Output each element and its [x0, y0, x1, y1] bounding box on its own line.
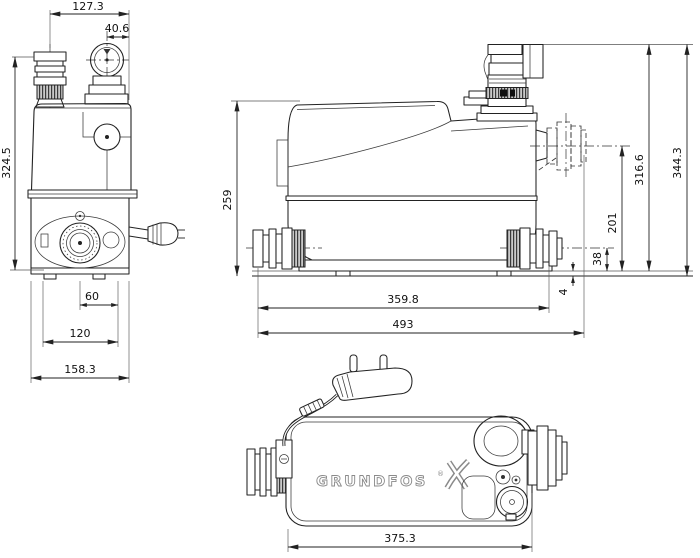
dim-bottom-overall-width: 375.3	[287, 493, 533, 552]
discharge-pipe	[33, 51, 67, 108]
foot	[43, 273, 57, 280]
grundfos-x-mark	[444, 459, 470, 490]
plug-body	[332, 367, 413, 401]
dim-front-mount-spacing: 120	[42, 281, 119, 347]
access-panel	[461, 475, 496, 520]
vent-knob	[93, 123, 121, 151]
outlet-coupling-top	[527, 425, 568, 491]
dim-label-158-3: 158.3	[64, 363, 96, 376]
dim-front-overall-width: 158.3	[30, 281, 130, 383]
dim-label-201: 201	[606, 213, 619, 234]
dim-label-4: 4	[557, 289, 570, 296]
plug-pin	[349, 354, 358, 373]
inlet-port	[84, 42, 129, 105]
inlet-coupling	[246, 227, 322, 270]
strain-relief	[299, 398, 325, 417]
foot	[92, 273, 106, 280]
carrying-handle	[473, 415, 535, 467]
dim-label-120: 120	[70, 327, 91, 340]
dim-front-center-to-mount: 60	[79, 281, 119, 347]
side-view: 259 316.6 344.3 201 38 4 359.8	[221, 43, 693, 338]
pump-housing	[30, 197, 130, 269]
dim-label-375-3: 375.3	[384, 532, 416, 545]
tank-seam	[285, 195, 538, 202]
foot	[335, 270, 351, 277]
knurled-clamp	[506, 229, 521, 268]
inlet-notch	[103, 49, 111, 55]
dim-label-324-5: 324.5	[0, 147, 13, 179]
dim-side-inlet-height: 201	[606, 145, 625, 272]
grundfos-logo: GRUNDFOS ®	[316, 459, 470, 490]
dim-label-40-6: 40.6	[105, 22, 130, 35]
rear-spigot	[276, 139, 289, 187]
cable-gland	[128, 226, 149, 240]
dim-label-259: 259	[221, 190, 234, 211]
registered-mark: ®	[437, 470, 444, 478]
knurled-clamp	[291, 229, 306, 268]
dim-side-body-length: 359.8	[257, 266, 550, 338]
knurled-clamp	[36, 84, 64, 100]
foot	[496, 270, 512, 277]
motor-body	[30, 102, 132, 191]
service-panel	[461, 469, 529, 521]
brand-wordmark: GRUNDFOS	[316, 474, 428, 490]
vent-screw	[495, 469, 511, 485]
outlet-stub	[522, 43, 544, 79]
screw-cap	[495, 485, 529, 519]
power-cable	[282, 393, 339, 447]
dim-side-outlet-height: 38	[591, 247, 609, 272]
power-plug-front	[128, 222, 185, 246]
bottom-view: GRUNDFOS ®	[246, 354, 568, 552]
screw-head	[75, 211, 85, 221]
dim-label-127-3: 127.3	[72, 0, 104, 13]
dim-label-359-8: 359.8	[387, 293, 419, 306]
dim-front-pipe-to-edge: 127.3	[49, 0, 130, 100]
base-plate-front	[30, 267, 130, 280]
dim-front-inlet-to-edge: 40.6	[105, 22, 130, 39]
dim-label-38: 38	[591, 252, 604, 266]
elbow-cap	[487, 43, 523, 56]
outlet-elbow	[463, 43, 544, 122]
front-view: 127.3 40.6 324.5 60 120 158.3	[0, 0, 185, 383]
dim-label-316-6: 316.6	[633, 154, 646, 186]
dim-side-base-thickness: 4	[557, 262, 575, 296]
plug-body	[147, 222, 179, 246]
dim-side-overall-length: 493	[257, 155, 585, 338]
dim-label-60: 60	[85, 290, 99, 303]
dim-front-overall-height: 324.5	[0, 56, 44, 271]
inlet-coupling-top	[246, 439, 293, 497]
bracket-screw	[279, 454, 289, 464]
dim-label-344-3: 344.3	[671, 147, 684, 179]
dim-side-tank-height: 259	[221, 100, 300, 277]
outlet-coupling	[500, 227, 614, 270]
dim-label-493: 493	[393, 318, 414, 331]
power-plug-top	[332, 354, 413, 401]
dim-side-overall-height: 344.3	[671, 44, 690, 277]
dim-side-lid-height: 316.6	[633, 44, 652, 272]
hidden-side-inlet	[530, 113, 633, 178]
